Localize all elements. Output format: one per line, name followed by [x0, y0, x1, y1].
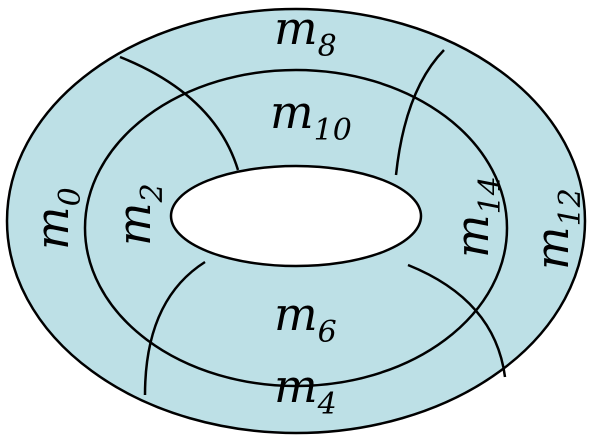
label-m6: m6	[274, 287, 337, 350]
divider-upper-left	[119, 55, 240, 171]
label-m0: m0	[25, 187, 88, 250]
label-m14: m14	[445, 176, 508, 258]
svg-text:m14: m14	[445, 176, 508, 258]
divider-lower-right	[407, 263, 507, 378]
svg-text:m4: m4	[274, 359, 337, 422]
svg-text:m12: m12	[525, 188, 588, 270]
svg-text:m2: m2	[107, 183, 170, 246]
label-m4: m4	[274, 359, 337, 422]
svg-text:m0: m0	[25, 187, 88, 250]
divider-upper-right	[394, 49, 445, 176]
label-m2: m2	[107, 183, 170, 246]
svg-text:m10: m10	[270, 85, 352, 148]
label-m8: m8	[274, 1, 337, 64]
divider-lower-left	[143, 260, 206, 396]
torus-hole	[169, 164, 423, 268]
label-m12: m12	[525, 188, 588, 270]
label-m10: m10	[270, 85, 352, 148]
svg-text:m6: m6	[274, 287, 337, 350]
svg-text:m8: m8	[274, 1, 337, 64]
torus-middle-ring	[83, 68, 509, 388]
